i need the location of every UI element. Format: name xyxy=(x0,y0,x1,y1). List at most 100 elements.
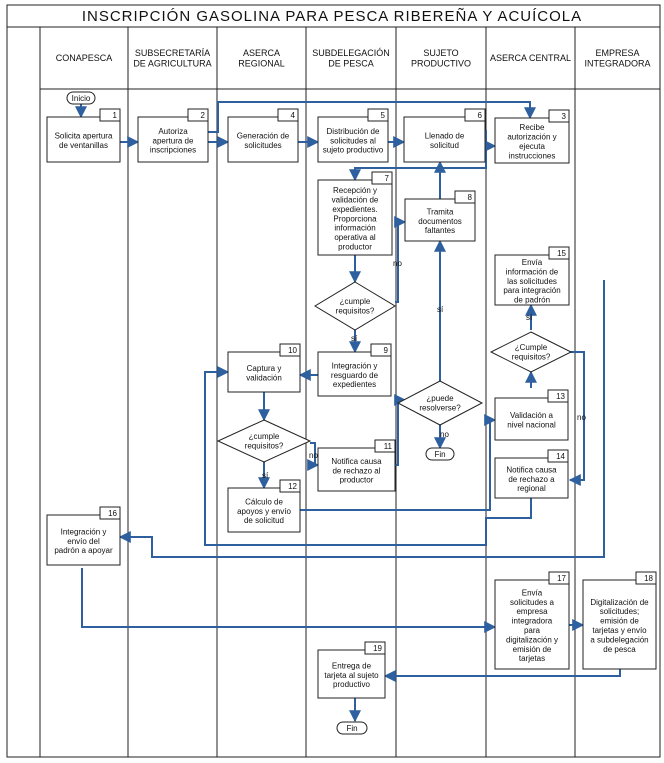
step-number-tag xyxy=(364,641,386,655)
branch-label: sí xyxy=(526,313,533,322)
process-label: de rechazo a xyxy=(508,475,555,484)
process-label: ejecuta xyxy=(519,142,545,151)
step-number: 9 xyxy=(384,346,389,355)
terminal-label: Inicio xyxy=(72,94,91,103)
process-label: Proporciona xyxy=(333,214,377,223)
flow-connector xyxy=(383,669,621,682)
process-label: regional xyxy=(517,484,546,493)
step-number-tag xyxy=(187,108,209,122)
process-label: Recibe xyxy=(520,123,545,132)
flow-connector xyxy=(394,394,407,466)
step-number: 17 xyxy=(557,574,566,583)
step-number: 14 xyxy=(556,452,565,461)
process-label: información de xyxy=(506,267,559,276)
process-label: expedientes xyxy=(333,380,376,389)
process-label: de padrón xyxy=(514,296,550,305)
process-box xyxy=(317,649,386,699)
step-number-tag xyxy=(547,389,569,403)
lane-header-label: SUJETO xyxy=(423,48,458,58)
branch-label: sí xyxy=(437,305,444,314)
step-number: 6 xyxy=(478,111,483,120)
step-number: 7 xyxy=(385,174,390,183)
terminal-fin-final: Fin xyxy=(336,721,368,735)
step-number: 18 xyxy=(644,574,653,583)
terminal-inicio: Inicio xyxy=(66,91,96,105)
process-label: resguardo de xyxy=(331,371,379,380)
process-label: de solicitud xyxy=(244,516,284,525)
step-number-tag xyxy=(548,246,570,260)
process-label: a subdelegación xyxy=(590,635,648,644)
lane-header-label: INTEGRADORA xyxy=(584,58,650,68)
process-label: información xyxy=(334,224,375,233)
step-number: 12 xyxy=(288,482,297,491)
process-label: para integración xyxy=(503,286,560,295)
process-label: Envía xyxy=(522,588,543,597)
process-label: validación de xyxy=(332,196,379,205)
flow-connector xyxy=(300,414,497,511)
decision-label: ¿Cumple xyxy=(515,343,548,352)
process-label: solicitud xyxy=(430,141,459,150)
terminal-shape xyxy=(66,91,96,105)
process-label: apertura de xyxy=(153,136,194,145)
process-label: Generación de xyxy=(237,132,290,141)
step-number: 4 xyxy=(291,111,296,120)
step-number-tag xyxy=(548,571,570,585)
decision-diamond xyxy=(489,331,573,373)
step-number-tag xyxy=(454,190,476,204)
process-box xyxy=(227,351,301,393)
lane-header-label: ASERCA xyxy=(243,48,280,58)
decision-diamond xyxy=(396,380,484,426)
process-label: Validación a xyxy=(510,411,554,420)
process-box xyxy=(494,254,570,306)
process-label: autorización y xyxy=(507,133,556,142)
step-number-tag xyxy=(371,171,393,185)
step-number-tag xyxy=(548,109,570,123)
process-label: Entrega de xyxy=(332,661,372,670)
process-box xyxy=(227,487,301,533)
process-label: Recepción y xyxy=(333,186,377,195)
branch-label: no xyxy=(393,259,402,268)
step-number-tag xyxy=(279,343,301,357)
process-label: padrón a apoyar xyxy=(54,546,113,555)
decision-label: requisitos? xyxy=(245,442,284,451)
step-number: 13 xyxy=(556,392,565,401)
decision-label: ¿puede xyxy=(426,394,454,403)
process-box xyxy=(494,117,570,164)
process-label: Integración y xyxy=(61,527,107,536)
process-label: de pesca xyxy=(603,645,636,654)
step-number: 2 xyxy=(201,111,206,120)
process-box xyxy=(404,198,476,242)
step-number: 1 xyxy=(113,111,118,120)
process-label: Envía xyxy=(522,258,543,267)
step-number-tag xyxy=(99,108,121,122)
step-number-tag xyxy=(279,479,301,493)
process-label: inscripciones xyxy=(150,146,196,155)
step-number: 16 xyxy=(108,509,117,518)
process-label: validación xyxy=(246,374,282,383)
flow-connector xyxy=(349,130,487,182)
decision-label: ¿cumple xyxy=(249,432,280,441)
flow-connector xyxy=(568,351,585,486)
step-number-tag xyxy=(99,506,121,520)
process-label: nivel nacional xyxy=(507,421,556,430)
step-number: 19 xyxy=(373,644,382,653)
process-label: emisión de xyxy=(513,645,552,654)
step-number: 5 xyxy=(381,111,386,120)
process-label: Captura y xyxy=(247,364,282,373)
terminal-fin-sujeto: Fin xyxy=(425,447,455,461)
step-number-tag xyxy=(277,108,299,122)
